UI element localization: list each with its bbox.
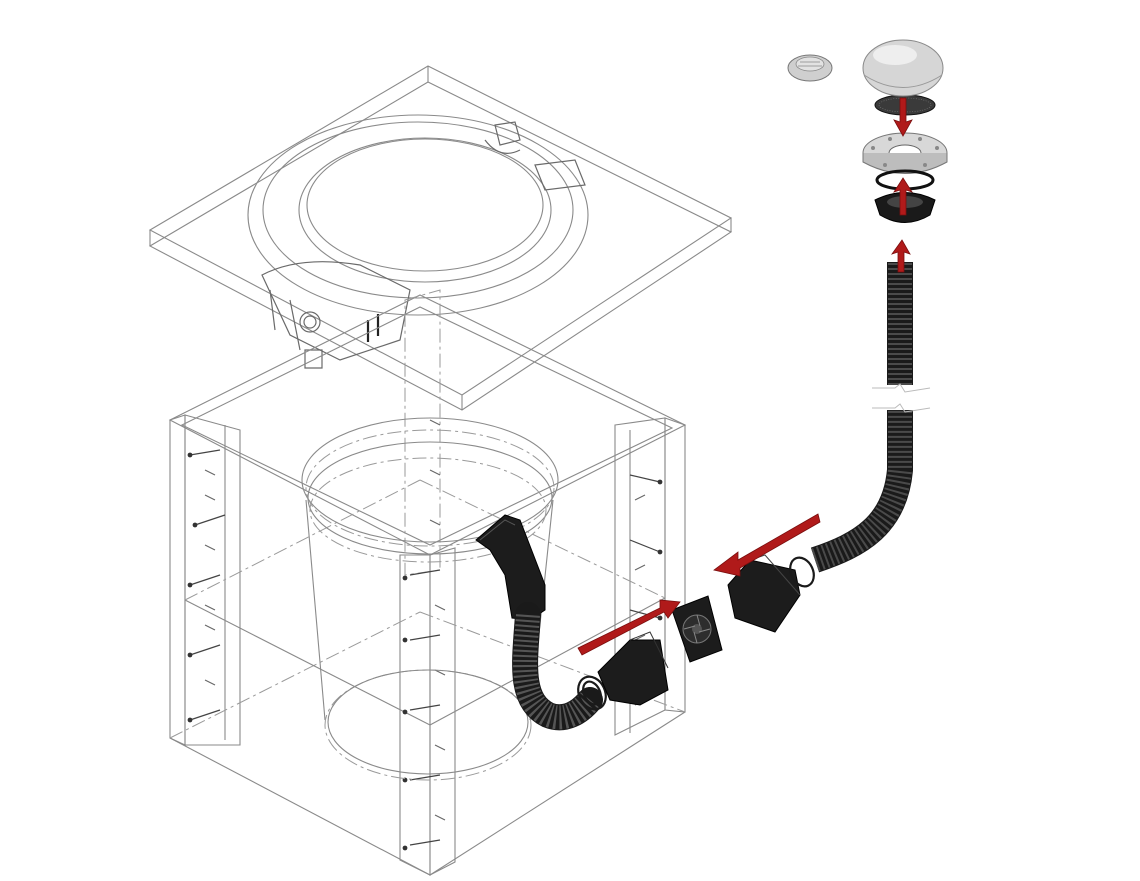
airflow-arrow-outlet [713,513,821,577]
fan [671,595,723,663]
hose-vent [810,262,931,573]
hose-inner [512,602,603,731]
cabinet-box [168,289,687,876]
airflow-arrow-fan [577,599,681,656]
vent-flange [862,132,948,223]
gasket-ring [577,675,607,711]
airflow-arrow-hose [890,239,911,273]
fan-adapter [597,631,669,706]
airflow-arrow-cap [893,97,913,137]
seat-lid [148,65,733,411]
airflow-arrow-flange [893,177,913,216]
vent-grille [787,54,833,82]
seat-ring [247,114,589,369]
vent-cap [862,39,944,97]
